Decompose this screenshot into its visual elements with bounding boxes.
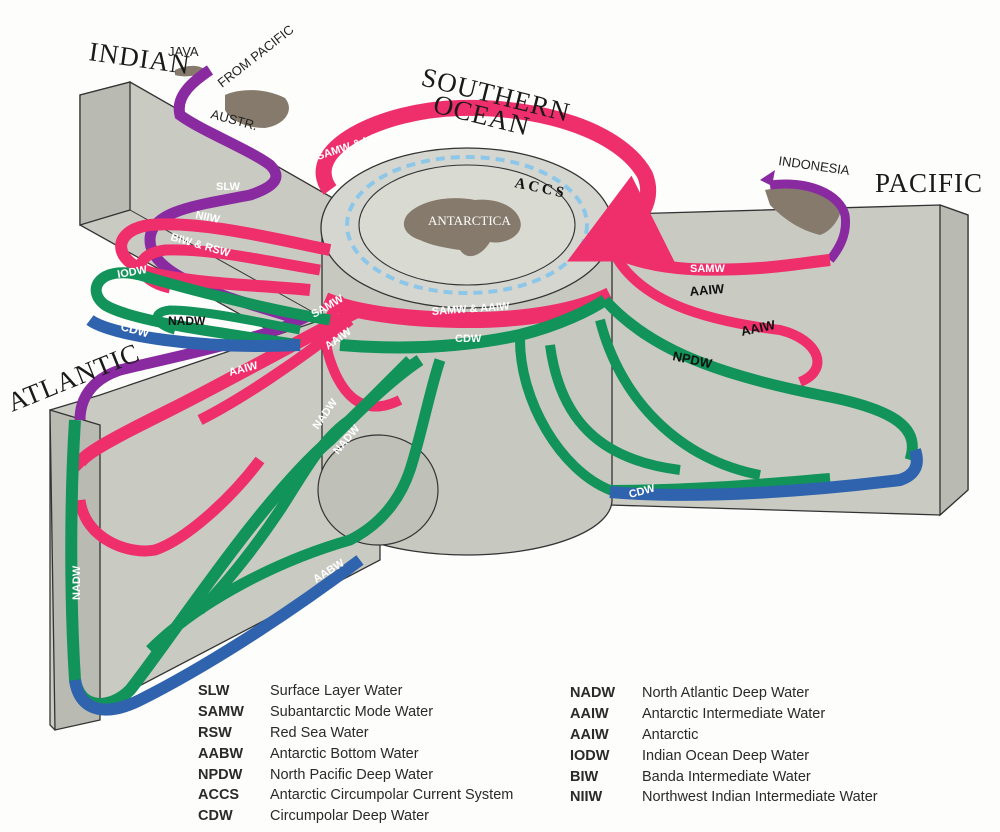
legend-abbr: AAIW [570, 706, 609, 723]
legend-entry: BIW Banda Intermediate Water [570, 766, 878, 787]
legend-abbr: SAMW [198, 704, 244, 721]
iodw-flow [90, 267, 331, 351]
cdw-ring-flow [339, 294, 609, 354]
pacific-label: PACIFIC [875, 168, 983, 198]
samw-pacific-label: SAMW [690, 263, 725, 275]
cdw-indian-blue-flow [86, 314, 301, 352]
legend-name: Antarctic Circumpolar Current System [270, 787, 514, 804]
legend-abbr: AABW [198, 745, 244, 762]
australia-landmass [225, 90, 289, 128]
aaiw-atlantic-flow [72, 304, 363, 475]
legend-name: Indian Ocean Deep Water [642, 747, 810, 764]
legend-entry: CDW Circumpolar Deep Water [198, 806, 513, 827]
legend-entry: SLW Surface Layer Water [198, 681, 513, 702]
legend-abbr: NPDW [198, 766, 243, 783]
legend-name: Antarctic Intermediate Water [642, 706, 826, 723]
aaiw-pacific-flow [610, 252, 823, 387]
iodw-label: IODW [116, 264, 148, 281]
legend-abbr: BIW [570, 768, 599, 785]
legend-name: Subantarctic Mode Water [270, 704, 434, 721]
legend-entry: NIIW Northwest Indian Intermediate Water [570, 787, 878, 808]
legend-entry: AAIW Antarctic [570, 725, 878, 746]
legend-abbr: NADW [570, 685, 616, 702]
legend-name: North Atlantic Deep Water [642, 685, 810, 702]
legend-entry: IODW Indian Ocean Deep Water [570, 745, 878, 766]
legend-name: Red Sea Water [270, 724, 369, 741]
nadw-center-flow [146, 356, 446, 654]
nadw-atlantic-label: NADW [71, 565, 83, 600]
legend-name: Antarctic Bottom Water [270, 745, 419, 762]
pacific-purple-flow [769, 179, 851, 263]
legend-abbr: CDW [198, 808, 233, 825]
legend-abbr: SLW [198, 683, 230, 700]
legend-entry: RSW Red Sea Water [198, 723, 513, 744]
legend-name: North Pacific Deep Water [270, 766, 434, 783]
niiw-flow [115, 218, 332, 296]
legend-name: Surface Layer Water [270, 683, 403, 700]
slw-purple-flow [74, 65, 315, 421]
legend-name: Banda Intermediate Water [642, 768, 811, 785]
cdw-pacific-blue-flow [609, 448, 923, 501]
pacific-basin-box [589, 204, 969, 517]
samw-aaiw-label: SAMW & AAIW [431, 301, 510, 318]
legend-abbr: AAIW [570, 726, 609, 743]
indonesia-landmass [765, 188, 842, 235]
pacific-indonesia-arrow [760, 170, 775, 186]
aabw-flow [69, 555, 364, 716]
legend-abbr: RSW [198, 724, 232, 741]
from-pacific-label: FROM PACIFIC [215, 22, 297, 91]
antarctica-label: ANTARCTICA [428, 213, 511, 228]
samw-pacific-flow [607, 244, 831, 276]
aaiw-pacific2-label: AAIW [740, 317, 778, 339]
nadw-indian-label: NADW [168, 314, 206, 328]
legend-name: Antarctic [642, 726, 699, 743]
legend-entry: NADW North Atlantic Deep Water [570, 683, 878, 704]
legend-entry: ACCS Antarctic Circumpolar Current System [198, 785, 513, 806]
legend-name: Northwest Indian Intermediate Water [642, 789, 878, 806]
npdw-flow [600, 296, 918, 462]
slw-label: SLW [216, 181, 240, 193]
cdw-pacific-green-flow [515, 318, 831, 496]
aaiw-pacific1-label: AAIW [689, 281, 726, 299]
niiw-label: NIIW [194, 209, 221, 226]
legend-entry: AABW Antarctic Bottom Water [198, 743, 513, 764]
indian-basin-box [79, 81, 346, 346]
cdw-center-label: CDW [455, 333, 482, 345]
legend-entry: SAMW Subantarctic Mode Water [198, 702, 513, 723]
legend-entry: NPDW North Pacific Deep Water [198, 764, 513, 785]
java-label: JAVA [168, 44, 199, 59]
aaiw-atlantic-lower-flow [74, 315, 354, 557]
samw-aaiw-ring-flow [321, 287, 614, 329]
legend-name: Circumpolar Deep Water [270, 808, 430, 825]
samw-loiw-flow [315, 99, 675, 262]
legend-entry: AAIW Antarctic Intermediate Water [570, 704, 878, 725]
legend-abbr: NIIW [570, 789, 603, 806]
legend-abbr: ACCS [198, 787, 240, 804]
legend-abbr: IODW [570, 747, 610, 764]
indonesia-label: INDONESIA [778, 153, 851, 178]
nadw-indian-flow [153, 305, 301, 335]
antarctica-landmass [403, 198, 521, 257]
